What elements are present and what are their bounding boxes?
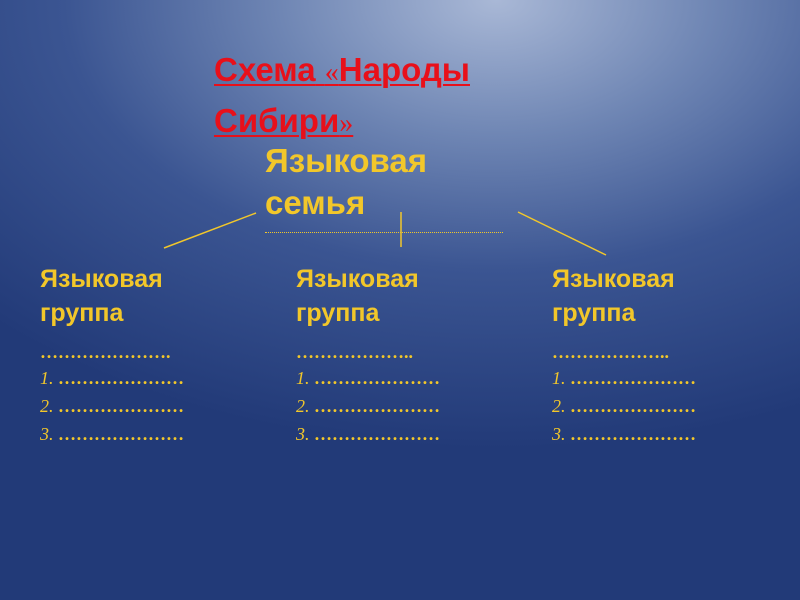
item-blank: ………………… — [570, 396, 696, 416]
group-item: 3. ………………… — [552, 420, 792, 448]
item-blank: ………………… — [570, 424, 696, 444]
family-label-line2: семья — [265, 184, 366, 221]
item-blank: ………………… — [570, 368, 696, 388]
item-number: 3. — [40, 424, 54, 444]
group-label-line1: Языковая — [552, 265, 675, 293]
group-blank: ……………….. — [296, 342, 413, 362]
item-blank: ………………… — [58, 396, 184, 416]
group-label-line1: Языковая — [40, 265, 163, 293]
group-item: 1. ………………… — [296, 364, 536, 392]
diagram-title: Схема «Народы Сибири» — [214, 46, 470, 148]
item-blank: ………………… — [58, 368, 184, 388]
item-number: 3. — [296, 424, 310, 444]
connector-left — [163, 212, 257, 249]
group-label-line2: группа — [40, 299, 124, 327]
family-label-line1: Языковая — [265, 142, 428, 179]
language-group-2: Языковая группа ……………….. 1. ………………… 2. …… — [296, 262, 536, 448]
title-word-siberia: Сибири — [214, 102, 340, 139]
item-number: 2. — [40, 396, 54, 416]
group-label-line2: группа — [552, 299, 636, 327]
item-blank: ………………… — [314, 424, 440, 444]
group-item: 2. ………………… — [296, 392, 536, 420]
title-line-2: Сибири» — [214, 97, 470, 148]
item-blank: ………………… — [314, 396, 440, 416]
group-item: 1. ………………… — [552, 364, 792, 392]
group-blank: ……………….. — [552, 342, 669, 362]
group-item: 3. ………………… — [40, 420, 280, 448]
group-blank: …………………. — [40, 342, 171, 362]
connector-right — [517, 211, 607, 256]
item-blank: ………………… — [314, 368, 440, 388]
group-label-line1: Языковая — [296, 265, 419, 293]
family-blank-line — [265, 232, 503, 233]
item-blank: ………………… — [58, 424, 184, 444]
language-family-node: Языковая семья — [265, 140, 427, 224]
item-number: 2. — [552, 396, 566, 416]
group-item: 1. ………………… — [40, 364, 280, 392]
title-quote-open: « — [324, 57, 339, 88]
group-label-line2: группа — [296, 299, 380, 327]
item-number: 1. — [552, 368, 566, 388]
item-number: 1. — [296, 368, 310, 388]
title-word-peoples: Народы — [338, 51, 470, 88]
title-quote-close: » — [339, 108, 354, 139]
group-item: 2. ………………… — [552, 392, 792, 420]
item-number: 2. — [296, 396, 310, 416]
group-item: 2. ………………… — [40, 392, 280, 420]
item-number: 3. — [552, 424, 566, 444]
group-item: 3. ………………… — [296, 420, 536, 448]
item-number: 1. — [40, 368, 54, 388]
language-group-3: Языковая группа ……………….. 1. ………………… 2. …… — [552, 262, 792, 448]
title-word-scheme: Схема — [214, 51, 316, 88]
title-line-1: Схема «Народы — [214, 46, 470, 97]
language-group-1: Языковая группа …………………. 1. ………………… 2. …… — [40, 262, 280, 448]
